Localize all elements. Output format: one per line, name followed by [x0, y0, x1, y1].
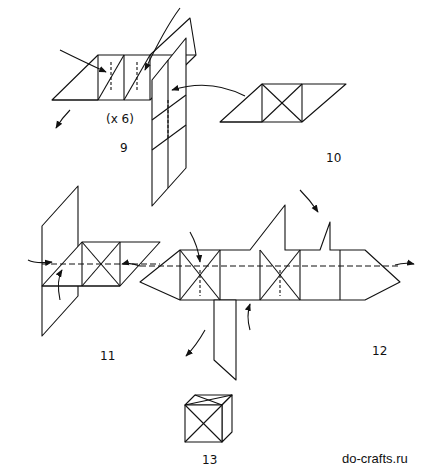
- repeat-note: (x 6): [106, 113, 134, 126]
- step-number: 12: [372, 345, 387, 358]
- step-number: 11: [100, 350, 115, 363]
- step-number: 13: [202, 454, 217, 467]
- step-number: 10: [326, 152, 341, 165]
- step-number: 9: [120, 142, 128, 155]
- watermark: do-crafts.ru: [342, 452, 408, 466]
